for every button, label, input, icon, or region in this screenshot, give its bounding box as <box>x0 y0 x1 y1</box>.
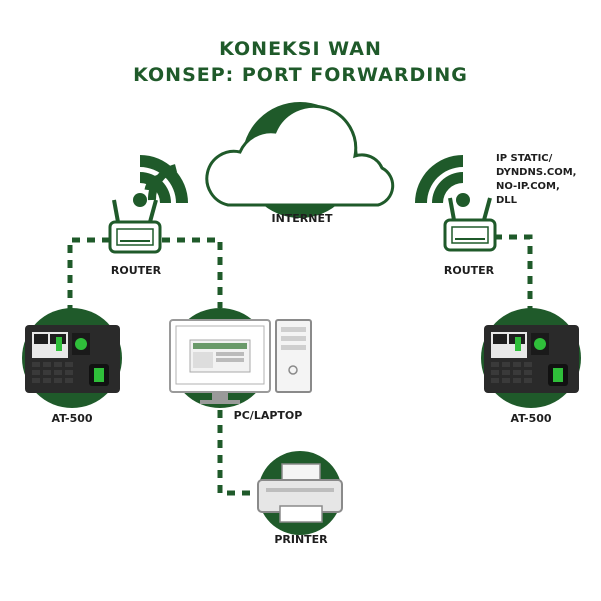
router-icon <box>108 199 162 254</box>
ip-note-line: IP STATIC/ <box>496 153 553 164</box>
link-right-router-device <box>494 234 533 316</box>
title-line-1: KONEKSI WAN <box>219 38 382 60</box>
wifi-icon <box>415 155 470 207</box>
ip-note: IP STATIC/ DYNDNS.COM, NO-IP.COM, DLL <box>496 152 576 208</box>
pc-label: PC/LAPTOP <box>233 409 303 422</box>
ip-note-line: DLL <box>496 195 518 206</box>
attendance-device-icon <box>481 308 581 408</box>
pc-tower-icon <box>275 319 312 393</box>
router-right-label: ROUTER <box>443 264 495 277</box>
printer-icon <box>257 451 343 535</box>
attendance-device-icon <box>22 308 122 408</box>
internet-label: INTERNET <box>271 212 333 225</box>
ip-note-line: NO-IP.COM, <box>496 181 560 192</box>
title-line-2: KONSEP: PORT FORWARDING <box>133 64 468 86</box>
link-left-router-device <box>67 237 110 318</box>
cloud-icon <box>205 102 395 218</box>
printer-label: PRINTER <box>274 533 328 546</box>
wifi-icon <box>133 155 188 207</box>
device-left-label: AT-500 <box>51 412 93 425</box>
connection-lines <box>67 234 533 496</box>
monitor-icon <box>169 308 271 408</box>
router-icon <box>443 197 497 252</box>
router-left-label: ROUTER <box>110 264 162 277</box>
link-pc-printer <box>217 410 258 496</box>
ip-note-line: DYNDNS.COM, <box>496 167 577 178</box>
link-left-router-pc <box>162 237 223 308</box>
device-right-label: AT-500 <box>510 412 552 425</box>
